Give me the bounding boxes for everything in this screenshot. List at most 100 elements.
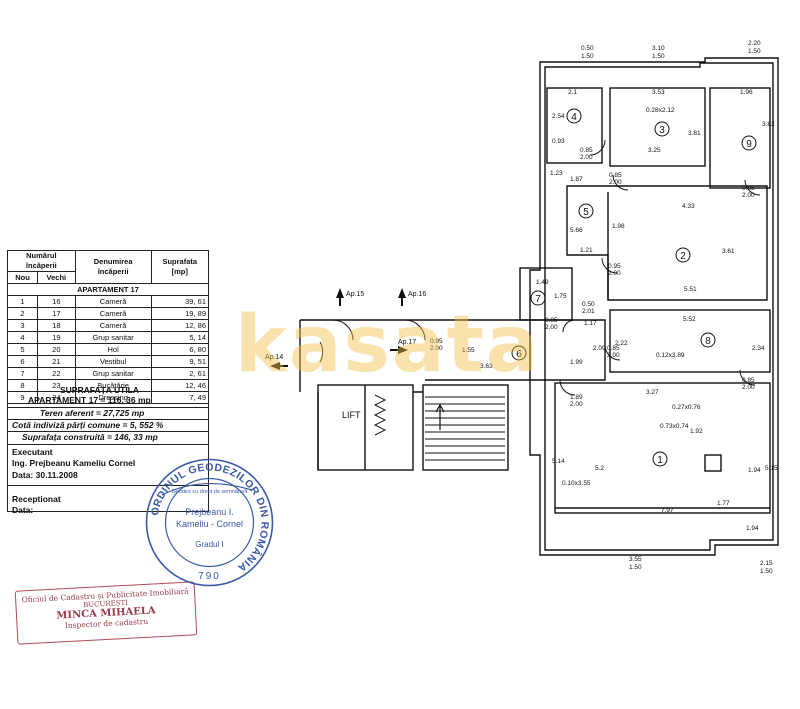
- dim-label: 3.82: [762, 121, 775, 128]
- room-table: Numărul încăperii Denumirea încăperii Su…: [7, 250, 210, 404]
- dim-label: 5.14: [552, 458, 565, 465]
- dim-label: 2.22: [615, 340, 628, 347]
- divider: [8, 431, 208, 432]
- divider: [8, 485, 208, 486]
- room-number: 2: [680, 251, 686, 262]
- dim-label: 1.21: [580, 247, 593, 254]
- dim-label: 2.09: [593, 345, 606, 352]
- dim-label: 1.55: [462, 347, 475, 354]
- dim-label: 5.52: [683, 316, 696, 323]
- dim-label: 1.89: [570, 394, 583, 401]
- dim-label: 2.20: [748, 40, 761, 47]
- ap17-label: Ap.17: [398, 339, 416, 346]
- dim-label: 5.2: [595, 465, 604, 472]
- dim-label: 2.00: [580, 154, 593, 161]
- dim-label: 1.50: [629, 564, 642, 571]
- dim-label: 2.00: [742, 384, 755, 391]
- watermark-logo: kasata: [235, 300, 541, 390]
- dim-label: 3.27: [646, 389, 659, 396]
- dim-label: 3.61: [722, 248, 735, 255]
- row-nou: 9: [7, 391, 38, 404]
- ap14-label: Ap.14: [265, 354, 283, 361]
- dim-label: 2.1: [568, 89, 577, 96]
- cota-indiviza: Cotă indiviză părți comune = 5, 552 %: [12, 420, 164, 430]
- teren-aferent: Teren aferent = 27,725 mp: [40, 408, 145, 418]
- stamp-number: 790: [198, 571, 221, 582]
- dim-label: 1.50: [760, 568, 773, 575]
- dim-label: 0.50: [582, 301, 595, 308]
- dim-label: 0.10x3.55: [562, 480, 591, 487]
- dim-label: 1.23: [550, 170, 563, 177]
- dim-label: 2.00: [609, 179, 622, 186]
- geodesy-round-stamp: ORDINUL GEODEZILOR DIN ROMÂNIA Geodez cu…: [145, 458, 274, 587]
- signature-stroke: [161, 483, 253, 496]
- dim-label: 0.85: [609, 172, 622, 179]
- dim-label: 2.00: [742, 192, 755, 199]
- dim-label: 3.55: [629, 556, 642, 563]
- dim-label: 1.92: [690, 428, 703, 435]
- room-number: 5: [583, 207, 589, 218]
- receptionat-label: Receptionat: [12, 494, 61, 504]
- room-number: 8: [705, 336, 711, 347]
- executant-name: Ing. Prejbeanu Kameliu Cornel: [12, 458, 136, 468]
- dim-label: 0.95: [430, 338, 443, 345]
- dim-label: 1.98: [612, 223, 625, 230]
- row-area: 7, 49: [150, 391, 210, 404]
- dim-label: 0.73x0.74: [660, 423, 689, 430]
- dim-label: 2.00: [570, 401, 583, 408]
- dim-label: 0.93: [552, 138, 565, 145]
- dim-label: 1.17: [584, 320, 597, 327]
- dim-label: 2.34: [752, 345, 765, 352]
- dim-label: 1.99: [570, 359, 583, 366]
- suprafata-utila-title: SUPRAFAȚA UTILA: [60, 385, 140, 395]
- dim-label: 0.85: [607, 345, 620, 352]
- room-number: 6: [516, 349, 522, 360]
- executant-date: Data: 30.11.2008: [12, 470, 78, 480]
- dim-label: 3.25: [648, 147, 661, 154]
- room-number: 1: [657, 455, 663, 466]
- dim-label: 5.15: [765, 465, 778, 472]
- ap15-label: Ap.15: [346, 291, 364, 298]
- divider: [8, 419, 208, 420]
- header-suprafata: Suprafata [mp]: [150, 250, 210, 284]
- dim-label: 2.01: [582, 308, 595, 315]
- dim-label: 3.81: [688, 130, 701, 137]
- suprafata-utila-value: APARTAMENT 17 = 116, 36 mp: [28, 395, 151, 405]
- dim-label: 7.97: [661, 507, 674, 514]
- lift-label: LIFT: [342, 410, 361, 420]
- dim-label: 0.12x3.89: [656, 352, 685, 359]
- dim-label: 3.53: [652, 89, 665, 96]
- room-number: 9: [746, 139, 752, 150]
- stamp-grade: Gradul I: [195, 540, 223, 549]
- dim-label: 1.50: [581, 53, 594, 60]
- dim-label: 3.10: [652, 45, 665, 52]
- dim-label: 3.63: [480, 363, 493, 370]
- dim-label: 1.94: [748, 467, 761, 474]
- ap16-label: Ap.16: [408, 291, 426, 298]
- room-number: 3: [659, 125, 665, 136]
- row-area: 6, 80: [150, 343, 210, 356]
- dim-label: 0.85: [580, 147, 593, 154]
- dim-label: 2.00: [608, 270, 621, 277]
- stamp-name2: Kameliu - Cornel: [176, 519, 243, 529]
- dim-label: 1.94: [746, 525, 759, 532]
- dim-label: 1.50: [652, 53, 665, 60]
- room-number: 4: [571, 112, 577, 123]
- dim-label: 0.27x0.76: [672, 404, 701, 411]
- dim-label: 1.77: [717, 500, 730, 507]
- receptionat-date: Data:: [12, 505, 34, 515]
- divider: [8, 407, 208, 408]
- stamp-name1: Prejbeanu I.: [185, 507, 234, 517]
- dim-label: 0.28x2.12: [646, 107, 675, 114]
- room-number: 7: [535, 294, 541, 305]
- dim-label: 0.95: [608, 263, 621, 270]
- row-vechi: 24: [37, 391, 76, 404]
- dim-label: 2.00: [430, 345, 443, 352]
- dim-label: 5.66: [570, 227, 583, 234]
- dim-label: 2.54: [552, 113, 565, 120]
- dim-label: 1.50: [748, 48, 761, 55]
